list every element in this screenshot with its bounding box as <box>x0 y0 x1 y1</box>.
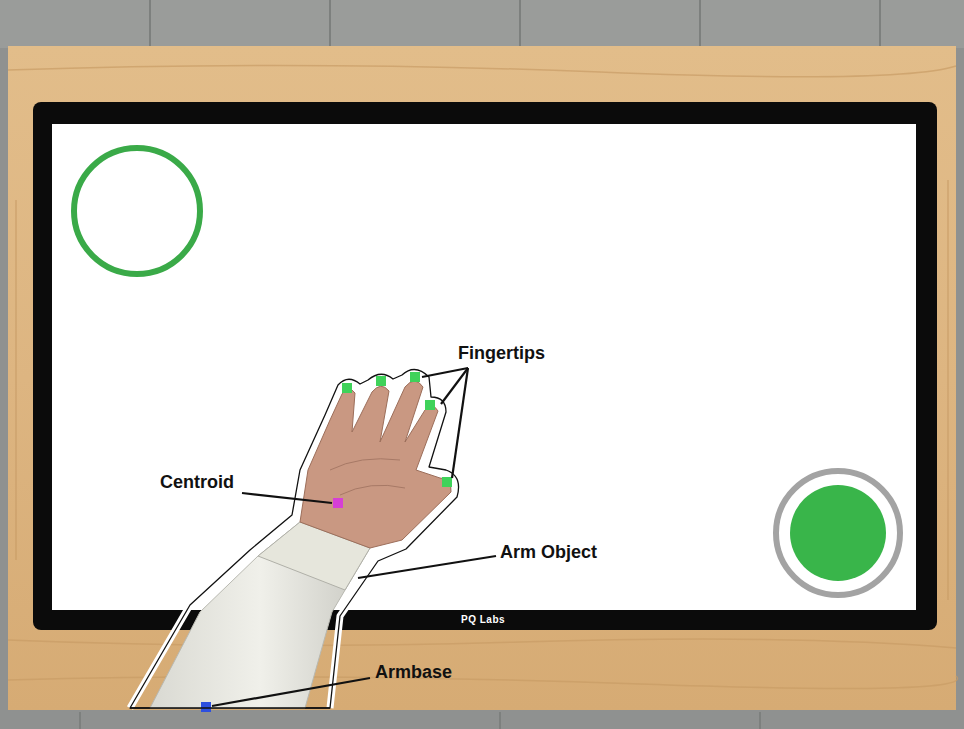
sleeve <box>150 522 370 708</box>
callout-label: Armbase <box>375 663 452 683</box>
screen-bezel <box>33 102 937 630</box>
hand <box>300 381 451 548</box>
target-ring <box>74 148 200 274</box>
fingertip-markers <box>342 372 452 487</box>
wood-grain <box>8 65 958 688</box>
callout-label: Centroid <box>160 473 234 493</box>
wooden-table <box>8 46 956 710</box>
armbase-marker <box>201 702 211 712</box>
centroid-marker <box>333 498 343 508</box>
screen-area <box>52 124 916 610</box>
knuckle-lines <box>330 459 405 495</box>
armbase-line <box>130 707 330 708</box>
callout-label: Fingertips <box>458 344 545 364</box>
callout-label: Arm Object <box>500 543 597 563</box>
arm-halo <box>130 369 459 708</box>
arm-object-outline <box>130 369 459 708</box>
wall-band <box>0 0 964 48</box>
brand-logo: PQ Labs <box>461 614 505 625</box>
button-ring <box>776 471 900 595</box>
leader-lines <box>212 368 496 706</box>
button-dot <box>790 485 886 581</box>
